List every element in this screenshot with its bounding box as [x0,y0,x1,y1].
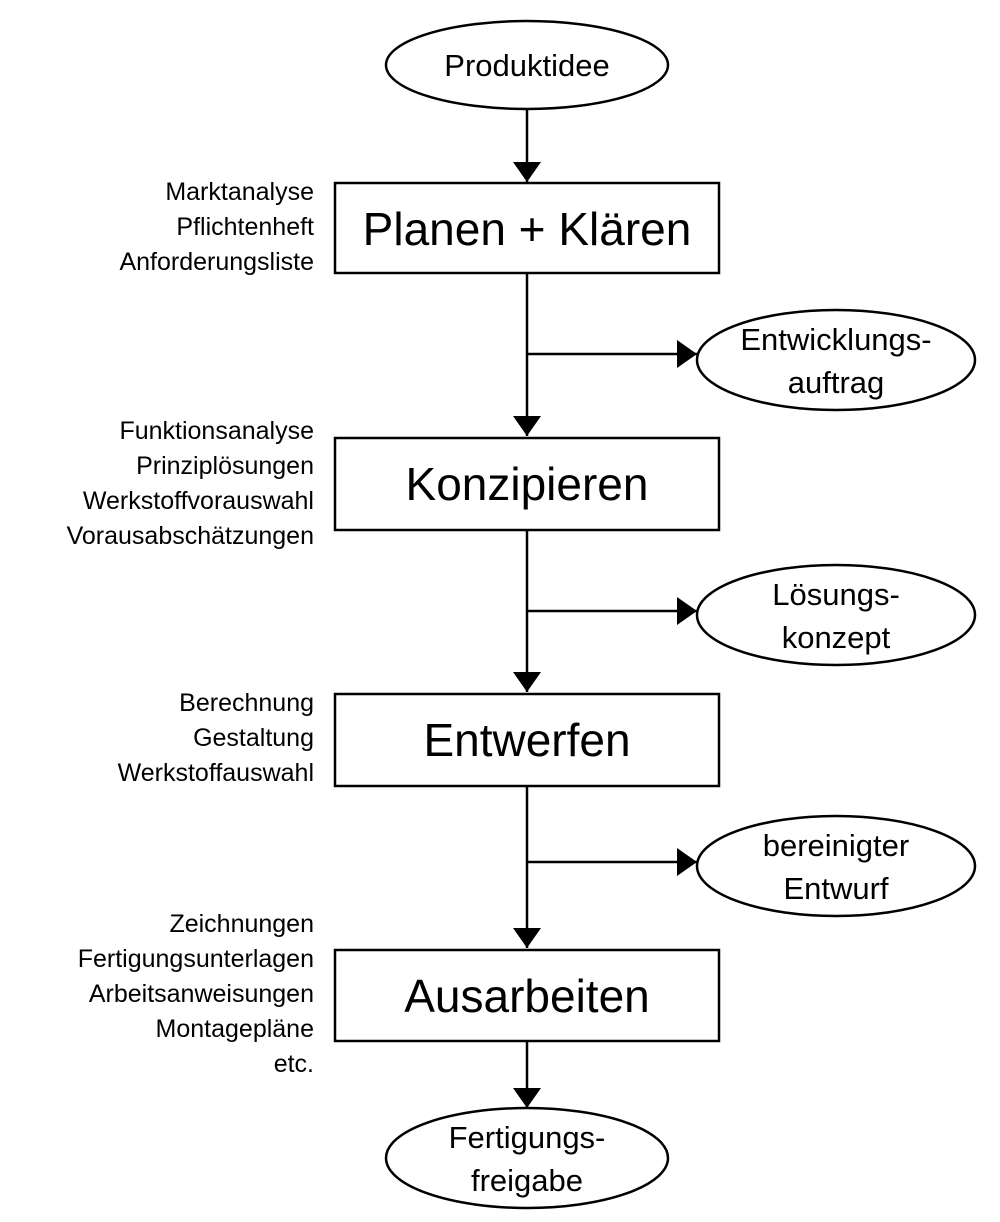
note: Marktanalyse [165,178,314,206]
start-label: Produktidee [444,48,609,83]
output-oval [695,814,977,918]
note: Anforderungsliste [119,248,314,276]
output-label-line: auftrag [788,365,885,400]
output-label-line: konzept [782,620,891,655]
note: Fertigungsunterlagen [78,945,314,973]
output-loesungskonzept: Lösungs- konzept [695,563,977,667]
stage-konzipieren: Konzipieren [333,436,721,532]
stage-ausarbeiten: Ausarbeiten [333,948,721,1043]
output-oval [695,563,977,667]
stage-box [333,436,721,532]
notes-konzipieren: Funktionsanalyse Prinziplösungen Werksto… [67,417,314,550]
stage-box [333,692,721,788]
note: Funktionsanalyse [119,417,314,445]
start-oval [384,19,670,111]
end-oval [384,1106,670,1210]
stage-box [333,181,721,275]
note: etc. [274,1050,314,1078]
output-label-line: Entwurf [783,871,888,906]
output-label-line: Lösungs- [772,577,900,612]
stage-planen: Planen + Klären [333,181,721,275]
output-label-line: bereinigter [763,828,909,863]
stage-title: Konzipieren [406,458,649,510]
note: Werkstoffvorauswahl [83,487,314,515]
start-node: Produktidee [384,19,670,111]
stage-title: Planen + Klären [363,203,692,255]
note: Prinziplösungen [136,452,314,480]
stage-title: Ausarbeiten [404,970,650,1022]
note: Gestaltung [193,724,314,752]
output-label-line: Entwicklungs- [740,322,931,357]
stage-entwerfen: Entwerfen [333,692,721,788]
stage-box [333,948,721,1043]
notes-entwerfen: Berechnung Gestaltung Werkstoffauswahl [118,689,314,787]
end-label-line: Fertigungs- [449,1120,606,1155]
end-node: Fertigungs- freigabe [384,1106,670,1210]
connectors [513,92,697,1108]
end-label-line: freigabe [471,1163,583,1198]
note: Vorausabschätzungen [67,522,314,550]
note: Pflichtenheft [176,213,314,241]
note: Werkstoffauswahl [118,759,314,787]
notes-ausarbeiten: Zeichnungen Fertigungsunterlagen Arbeits… [78,910,314,1078]
note: Montagepläne [156,1015,314,1043]
stage-title: Entwerfen [423,714,630,766]
note: Zeichnungen [169,910,314,938]
output-bereinigter-entwurf: bereinigter Entwurf [695,814,977,918]
note: Arbeitsanweisungen [89,980,314,1008]
output-oval [695,308,977,412]
output-entwicklungsauftrag: Entwicklungs- auftrag [695,308,977,412]
notes-planen: Marktanalyse Pflichtenheft Anforderungsl… [119,178,314,276]
note: Berechnung [179,689,314,717]
